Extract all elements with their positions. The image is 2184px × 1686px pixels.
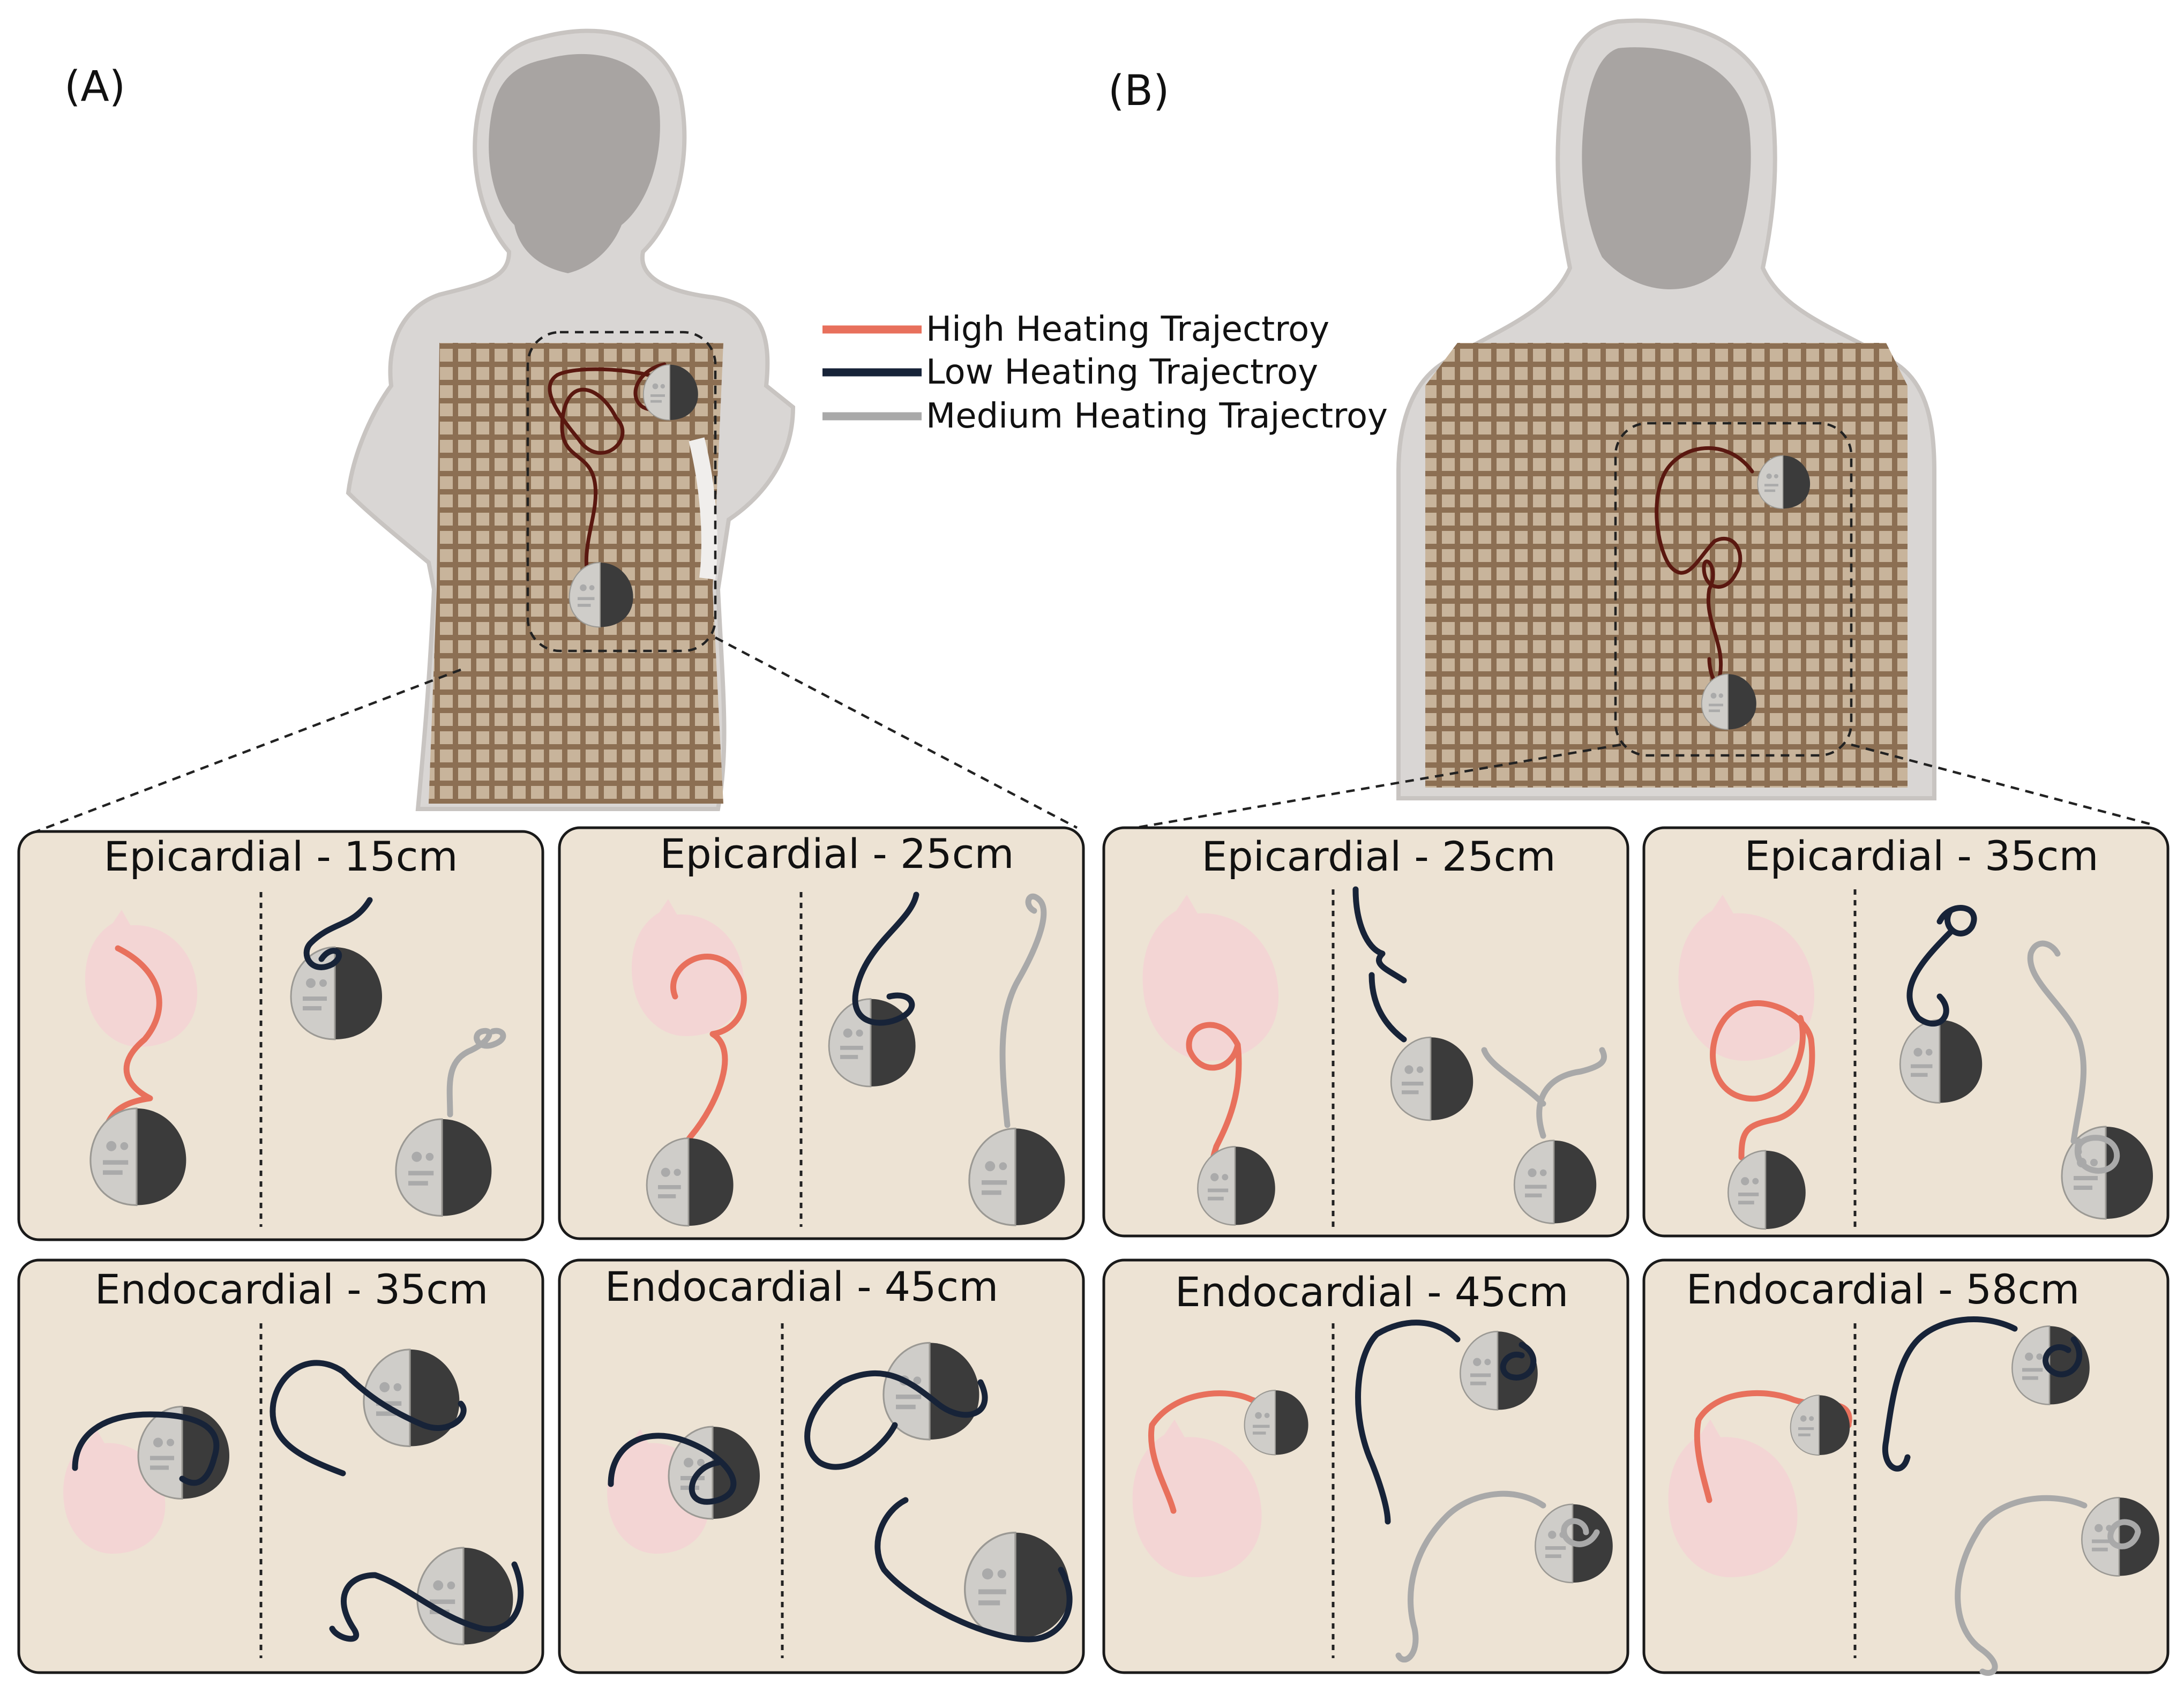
legend-label-medium: Medium Heating Trajectroy — [926, 396, 1388, 436]
subpanel-title: Endocardial - 35cm — [95, 1265, 489, 1313]
subpanel-title: Endocardial - 45cm — [1175, 1268, 1569, 1316]
subpanel-b-epicardial-25: Epicardial - 25cm — [1102, 826, 1629, 1238]
phantom-b — [1396, 18, 1936, 800]
panel-b-label: (B) — [1108, 67, 1169, 115]
subpanel-b-endocardial-58: Endocardial - 58cm — [1642, 1258, 2170, 1676]
subpanel-a-epicardial-15: Epicardial - 15cm — [17, 830, 544, 1241]
subpanel-a-endocardial-45: Endocardial - 45cm — [558, 1258, 1085, 1674]
subpanel-a-endocardial-35: Endocardial - 35cm — [17, 1258, 544, 1674]
subpanel-title: Endocardial - 45cm — [605, 1263, 999, 1310]
subpanel-b-endocardial-45: Endocardial - 45cm — [1102, 1258, 1629, 1674]
subpanel-a-epicardial-25: Epicardial - 25cm — [558, 826, 1085, 1240]
subpanel-title: Epicardial - 25cm — [1202, 833, 1556, 880]
zoom-lines-b — [1119, 743, 2155, 832]
panel-a-label: (A) — [64, 63, 125, 111]
legend: High Heating Trajectroy Low Heating Traj… — [822, 310, 1388, 436]
zoom-lines-a — [32, 636, 1078, 835]
subpanel-b-epicardial-35: Epicardial - 35cm — [1642, 826, 2170, 1238]
legend-label-low: Low Heating Trajectroy — [926, 353, 1318, 392]
legend-label-high: High Heating Trajectroy — [926, 310, 1329, 349]
subpanel-title: Epicardial - 15cm — [104, 833, 458, 880]
subpanel-title: Epicardial - 25cm — [660, 830, 1014, 878]
phantom-a — [346, 28, 796, 811]
subpanel-title: Epicardial - 35cm — [1745, 832, 2099, 880]
subpanel-title: Endocardial - 58cm — [1686, 1265, 2080, 1313]
